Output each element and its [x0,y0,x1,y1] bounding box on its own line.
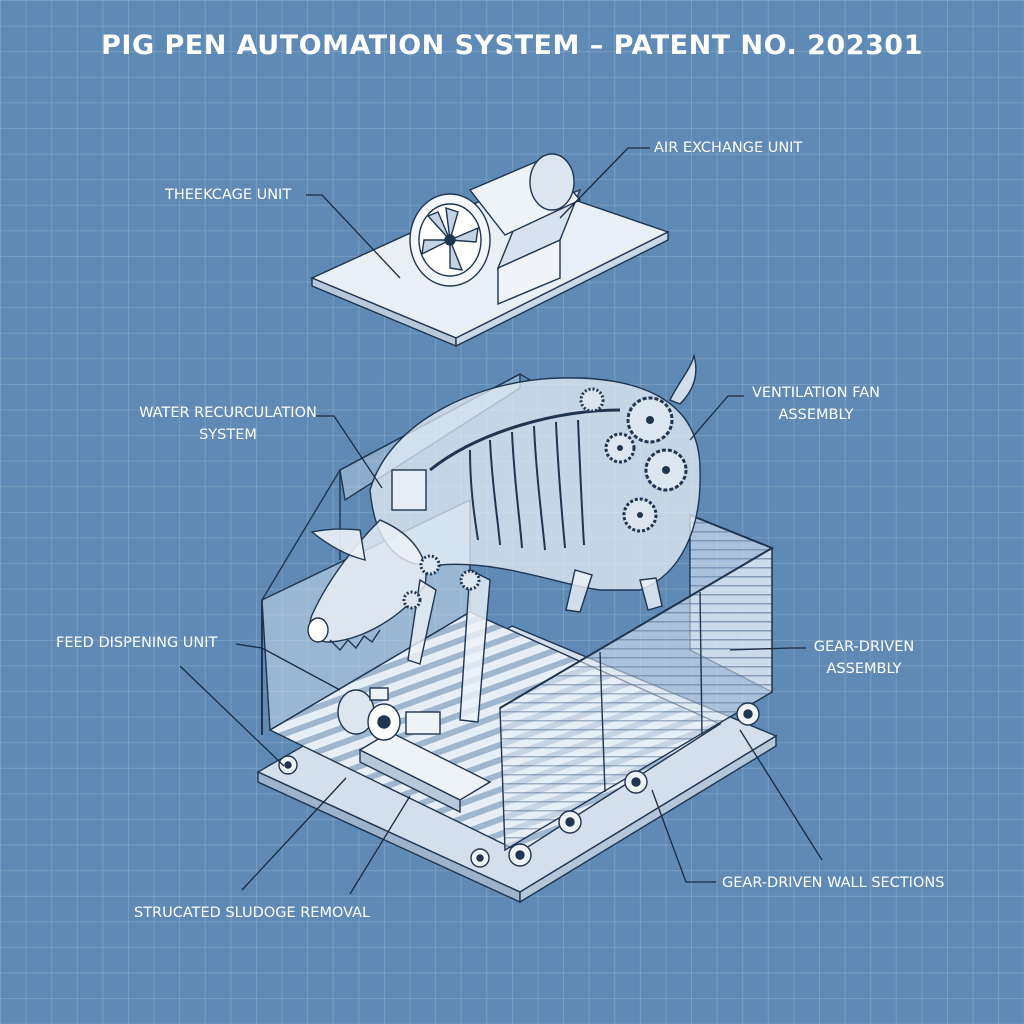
air-exchange-unit [310,153,670,348]
label-feed-dispensing: FEED DISPENING UNIT [56,635,218,651]
pig-leg-rear [565,569,593,613]
pig-leg-front [407,578,437,665]
gear [402,590,422,610]
leader-sludge [241,777,347,891]
air-unit-motor [529,153,575,211]
leader-exchange-garbled [306,194,401,279]
gear [459,569,481,591]
leader-sludge-2 [349,795,411,895]
label-gear-driven-assembly: GEAR-DRIVEN ASSEMBLY [813,639,915,677]
leader-water [316,415,383,489]
leader-feed [235,643,341,691]
leader-lines [179,147,823,895]
pig-tail [669,353,697,405]
pig-leg-front-2 [459,568,491,723]
pig-leg-rear-2 [639,577,663,611]
label-water-recirculation: WATER RECURCULATION SYSTEM [139,405,317,443]
label-gear-driven-wall-sections: GEAR-DRIVEN WALL SECTIONS [722,875,945,891]
gear [419,554,441,576]
leader-air-exchange [559,147,650,219]
gear [579,387,605,413]
feed-dispensing-unit [337,687,492,814]
leader-feed-2 [179,665,285,767]
label-ventilation-fan: VENTILATION FAN ASSEMBLY [751,385,881,423]
air-unit-fan-blades [421,206,479,271]
label-exchange-unit-garbled: THEEKCAGE UNIT [165,187,292,203]
pig-jaw-teeth [329,629,381,652]
pig-snout [307,617,329,643]
leader-gear-walls-2 [739,729,823,861]
pig-ear [310,528,366,561]
pig-control-module [391,469,427,511]
pig-ribs [469,419,585,551]
pig-legs [407,568,663,723]
leader-gear-assembly [729,647,806,651]
diagram-title: PIG PEN AUTOMATION SYSTEM – PATENT NO. 2… [101,30,923,61]
label-air-exchange-unit: AIR EXCHANGE UNIT [654,140,803,156]
leader-gear-walls [651,789,716,883]
leader-ventilation [689,395,744,441]
label-sludge-removal: STRUCATED SLUDOGE REMOVAL [134,905,371,921]
mechanical-pig [307,353,701,723]
